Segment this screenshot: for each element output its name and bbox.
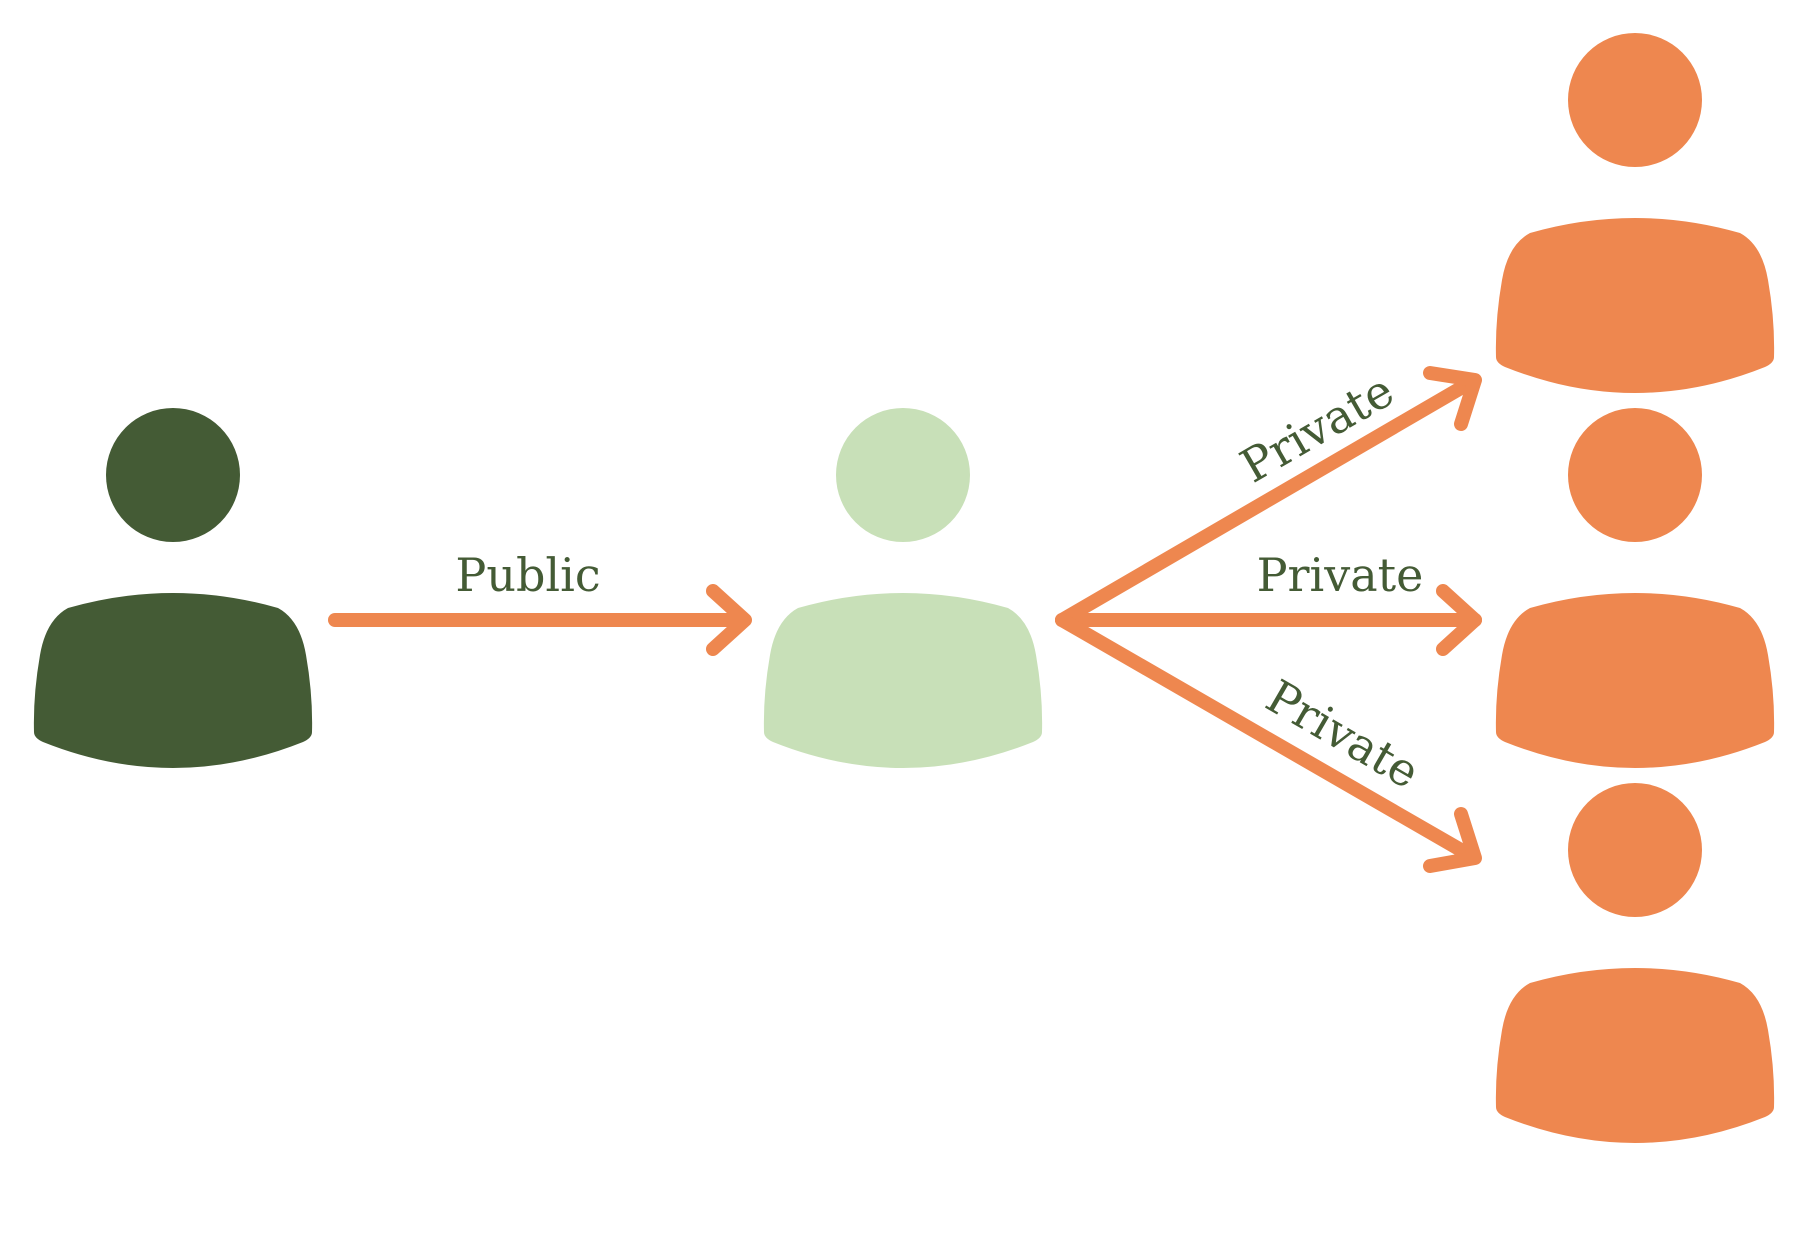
private-middle-arrow xyxy=(1055,584,1482,656)
private-middle-edge-label: Private xyxy=(1257,548,1424,602)
private-bottom-arrow xyxy=(1055,613,1482,873)
recipient-middle-person-icon xyxy=(1495,408,1775,768)
sender-person-icon xyxy=(33,408,313,768)
recipient-top-person-icon xyxy=(1495,33,1775,393)
relay-person-icon xyxy=(763,408,1043,768)
public-edge-label: Public xyxy=(455,548,600,602)
public-arrow xyxy=(328,584,752,656)
recipient-bottom-person-icon xyxy=(1495,783,1775,1143)
private-top-arrow xyxy=(1055,366,1482,627)
